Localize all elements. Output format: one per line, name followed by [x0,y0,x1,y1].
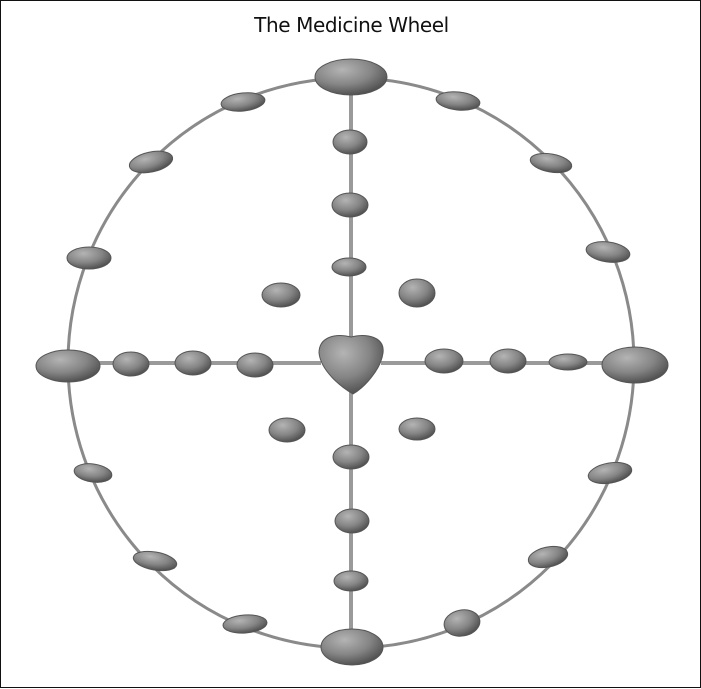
spoke-stone-west-3 [237,353,273,377]
spoke-stone-east-1 [425,349,463,373]
ring-stone [435,90,481,113]
ring-stone [73,461,113,484]
stone-east [602,347,668,383]
stone-south [321,629,383,665]
quadrant-stone-southwest [269,418,305,442]
stone-west [36,350,100,382]
spoke-stone-east-2 [490,349,526,373]
ring-stone [585,239,631,265]
spoke-stone-south-1 [333,445,369,469]
spoke-stone-west-2 [175,351,211,375]
quadrant-stone-northeast [399,279,435,307]
spoke-stone-south-2 [335,509,369,533]
ring-stone [442,607,482,639]
spoke-stone-north-3 [332,258,366,276]
ring-stone [67,247,111,269]
ring-stone [127,148,174,177]
ring-stone [526,543,569,571]
spoke-stone-north-1 [333,130,367,154]
ring-stone [529,150,573,175]
ring-stone [220,91,266,114]
spoke-stone-west-1 [113,352,149,376]
quadrant-stone-southeast [399,418,435,440]
spoke-stone-east-3 [549,354,587,370]
ring-stone [587,459,634,486]
center-stone [319,336,383,394]
ring-stone [132,548,178,573]
quadrant-stone-northwest [262,283,300,307]
stone-north [315,59,387,95]
ring-stone [222,613,267,634]
spoke-stone-south-3 [334,571,368,591]
spoke-stone-north-2 [332,193,368,217]
